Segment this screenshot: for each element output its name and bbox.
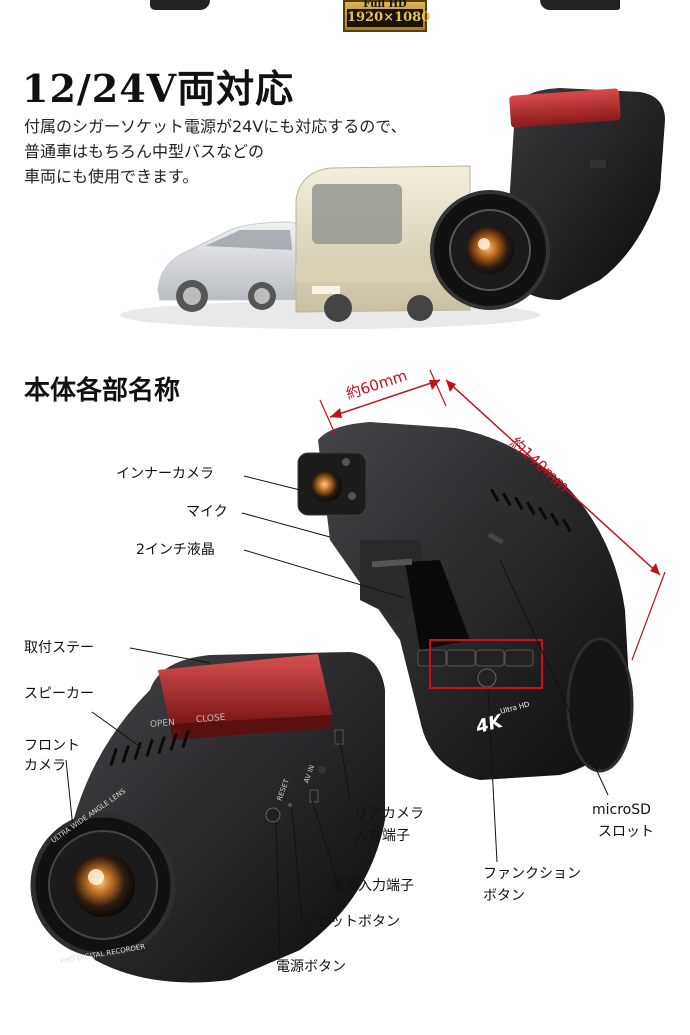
power-button-shape <box>265 807 281 823</box>
bus-wheel <box>324 294 352 322</box>
full-hd-badge: Full HD 1920×1080 <box>343 0 431 32</box>
badge-resolution: 1920×1080 <box>347 9 431 27</box>
label-function-2: ボタン <box>483 888 525 904</box>
label-rear-input-1: リアカメラ <box>354 806 424 822</box>
label-sd-2: スロット <box>598 824 654 840</box>
section-title-parts: 本体各部名称 <box>24 376 181 406</box>
desc-line-2: 普通車はもちろん中型バスなどの <box>24 142 265 161</box>
car-window <box>205 230 292 250</box>
label-function-1: ファンクション <box>483 866 581 882</box>
dashcam-rear-view <box>297 422 634 780</box>
dashcam-front-view <box>30 652 385 983</box>
top-product-edge-right <box>540 0 620 10</box>
top-product-edge-left <box>150 0 210 10</box>
label-front-camera-2: カメラ <box>24 758 66 774</box>
label-sd-1: microSD <box>592 802 651 818</box>
dashcam-top-image <box>430 88 665 310</box>
desc-line-1: 付属のシガーソケット電源が24Vにも対応するので、 <box>24 117 407 136</box>
label-rear-input-2: 入力端子 <box>354 828 410 844</box>
bus-windshield <box>312 184 402 244</box>
desc-line-3: 車両にも使用できます。 <box>24 167 199 186</box>
label-front-camera-1: フロント <box>24 738 80 754</box>
label-inner-camera: インナーカメラ <box>116 466 214 482</box>
voltage-description: 付属のシガーソケット電源が24Vにも対応するので、 普通車はもちろん中型バスなど… <box>24 114 494 189</box>
label-power-input: 電源入力端子 <box>330 878 414 894</box>
label-power-button: 電源ボタン <box>276 959 346 975</box>
width-dim-line <box>329 379 441 418</box>
label-mic: マイク <box>186 504 228 520</box>
label-reset: リセットボタン <box>302 914 400 930</box>
label-speaker: スピーカー <box>24 686 94 702</box>
badge-fullhd-text: Full HD <box>363 0 407 10</box>
section-title-voltage: 12/24V両対応 <box>22 66 295 111</box>
label-lcd: 2インチ液晶 <box>136 542 215 558</box>
length-dim-line <box>445 379 661 576</box>
label-mount: 取付ステー <box>24 640 94 656</box>
